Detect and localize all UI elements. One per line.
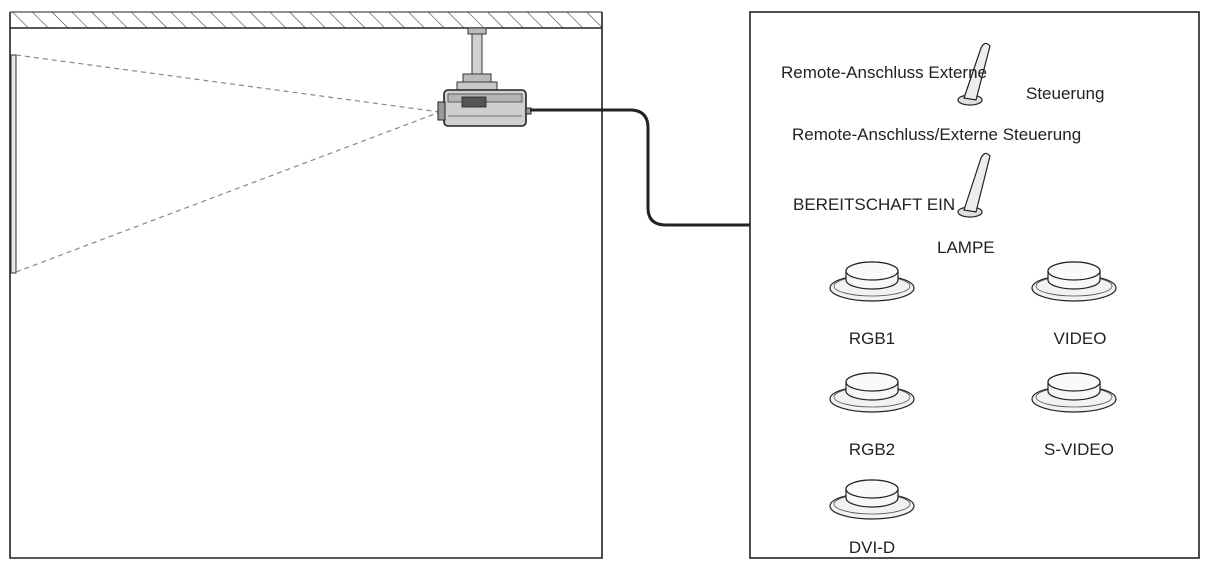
- toggle-2-label-bottom: LAMPE: [937, 238, 995, 257]
- button-video-label: VIDEO: [1054, 329, 1107, 348]
- button-dvi-d-label: DVI-D: [849, 538, 895, 557]
- button-rgb1[interactable]: [829, 261, 915, 302]
- projection-ray-bottom: [15, 111, 441, 273]
- toggle-1-label-part2: Steuerung: [1026, 84, 1104, 103]
- button-rgb2-label: RGB2: [849, 440, 895, 459]
- toggle-2-label-top: Remote-Anschluss/Externe Steuerung: [792, 125, 1081, 144]
- projector: [437, 89, 532, 127]
- button-video[interactable]: [1031, 261, 1117, 302]
- remote-toggle-switch-2[interactable]: [957, 152, 991, 218]
- room: [9, 11, 603, 559]
- projector-lens: [437, 101, 446, 121]
- button-dvi-d[interactable]: [829, 479, 915, 520]
- ceiling-hatch: [10, 12, 602, 28]
- projection-ray-top: [15, 54, 441, 113]
- toggle-2-label-left: BEREITSCHAFT EIN: [793, 195, 955, 214]
- button-rgb2[interactable]: [829, 372, 915, 413]
- toggle-1-label-part1: Remote-Anschluss Externe: [781, 63, 987, 82]
- control-panel: Remote-Anschluss Externe Steuerung Remot…: [749, 11, 1200, 559]
- button-rgb1-label: RGB1: [849, 329, 895, 348]
- button-s-video-label: S-VIDEO: [1044, 440, 1114, 459]
- room-walls: [9, 12, 603, 559]
- button-s-video[interactable]: [1031, 372, 1117, 413]
- ceiling-mount: [456, 27, 498, 91]
- control-cable: [530, 108, 750, 227]
- remote-toggle-switch-1[interactable]: [957, 42, 991, 106]
- projection-screen: [10, 54, 17, 274]
